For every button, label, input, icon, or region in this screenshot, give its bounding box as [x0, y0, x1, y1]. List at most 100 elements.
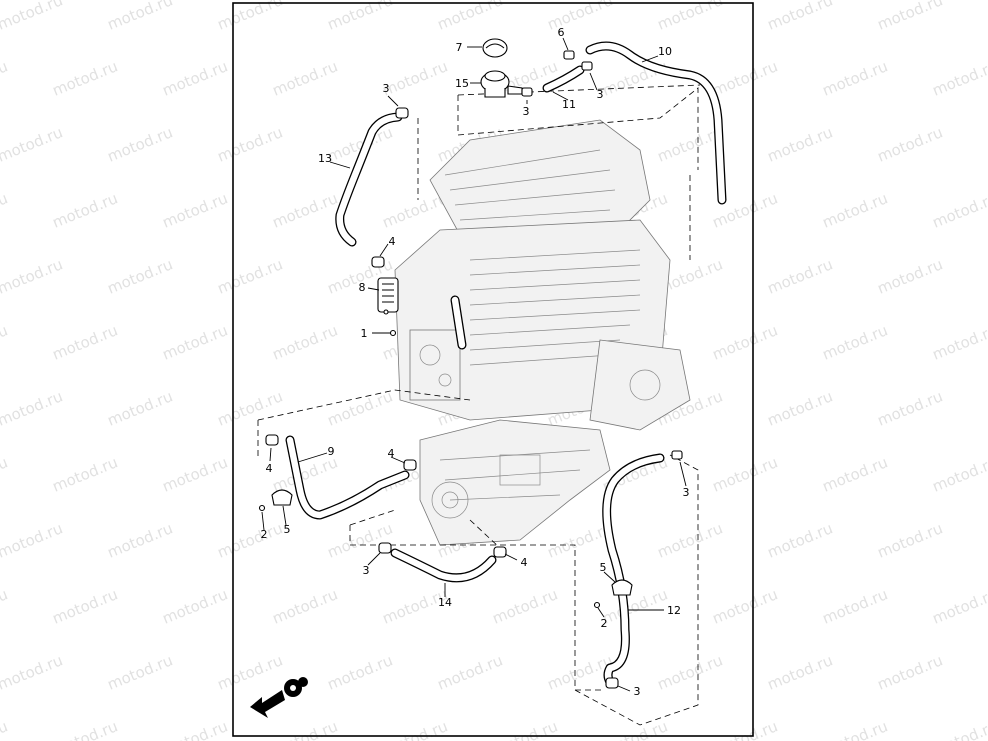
watermark-text: motod.ru — [710, 453, 781, 495]
watermark-text: motod.ru — [50, 585, 121, 627]
watermark-text: motod.ru — [0, 453, 10, 495]
watermark-text: motod.ru — [325, 651, 396, 693]
watermark-text: motod.ru — [0, 651, 65, 693]
callout-3: 3 — [634, 685, 641, 698]
hose-11 — [542, 65, 585, 93]
callout-3: 3 — [363, 564, 370, 577]
watermark-text: motod.ru — [0, 57, 10, 99]
watermark-text: motod.ru — [50, 57, 121, 99]
watermark-text: motod.ru — [380, 57, 451, 99]
callout-6: 6 — [558, 26, 565, 39]
callout-11: 11 — [562, 98, 576, 111]
watermark-text: motod.ru — [765, 651, 836, 693]
watermark-text: motod.ru — [875, 255, 946, 297]
watermark-text: motod.ru — [0, 519, 65, 561]
leader-lines — [261, 37, 687, 692]
engine-assembly — [394, 119, 691, 546]
watermark-text: motod.ru — [215, 0, 286, 34]
watermark-text: motod.ru — [50, 717, 121, 741]
watermark-text: motod.ru — [930, 453, 988, 495]
hose-14 — [390, 548, 497, 583]
watermark-text: motod.ru — [710, 585, 781, 627]
watermark-text: motod.ru — [600, 717, 671, 741]
watermark-text: motod.ru — [765, 519, 836, 561]
watermark-text: motod.ru — [710, 321, 781, 363]
watermark-text: motod.ru — [435, 651, 506, 693]
watermark-text: motod.ru — [160, 717, 231, 741]
watermark-text: motod.ru — [545, 0, 616, 34]
watermark-text: motod.ru — [930, 57, 988, 99]
front-arrow-icon — [250, 677, 308, 718]
callout-2: 2 — [261, 528, 268, 541]
watermark-text: motod.ru — [875, 387, 946, 429]
watermark-text: motod.ru — [105, 123, 176, 165]
watermark-text: motod.ru — [0, 189, 10, 231]
watermark-text: motod.ru — [160, 189, 231, 231]
watermark-text: motod.ru — [600, 585, 671, 627]
callout-3: 3 — [523, 105, 530, 118]
watermark-text: motod.ru — [820, 57, 891, 99]
watermark-text: motod.ru — [765, 0, 836, 34]
callout-labels: 7 6 10 15 3 3 11 3 13 4 8 1 9 4 4 5 2 3 … — [261, 26, 690, 698]
callout-5: 5 — [284, 523, 291, 536]
watermark-text: motod.ru — [820, 189, 891, 231]
watermark-text: motod.ru — [270, 717, 341, 741]
watermark-text: motod.ru — [160, 453, 231, 495]
watermark-text: motod.ru — [710, 57, 781, 99]
callout-15: 15 — [455, 77, 469, 90]
hose-13 — [335, 112, 403, 247]
watermark-text: motod.ru — [490, 717, 561, 741]
watermark-text: motod.ru — [820, 453, 891, 495]
watermark-text: motod.ru — [325, 519, 396, 561]
watermark-text: motod.ru — [930, 321, 988, 363]
pipe-8 — [377, 277, 467, 350]
watermark-text: motod.ru — [0, 321, 10, 363]
watermark-text: motod.ru — [380, 717, 451, 741]
watermark-text: motod.ru — [820, 321, 891, 363]
callout-2: 2 — [601, 617, 608, 630]
callout-4: 4 — [389, 235, 396, 248]
callout-1: 1 — [361, 327, 368, 340]
watermark-text: motod.ru — [50, 189, 121, 231]
brackets-and-bolts — [258, 309, 633, 609]
callout-8: 8 — [359, 281, 366, 294]
callout-3: 3 — [597, 88, 604, 101]
watermark-text: motod.ru — [215, 519, 286, 561]
watermark-text: motod.ru — [435, 0, 506, 34]
callout-9: 9 — [328, 445, 335, 458]
watermark-text: motod.ru — [820, 717, 891, 741]
hose-9 — [285, 435, 410, 520]
watermark-text: motod.ru — [765, 255, 836, 297]
callout-4: 4 — [521, 556, 528, 569]
watermark-text: motod.ru — [765, 387, 836, 429]
watermark-text: motod.ru — [50, 453, 121, 495]
watermark-text: motod.ru — [215, 123, 286, 165]
watermark-text: motod.ru — [0, 0, 65, 34]
watermark-text: motod.ru — [0, 387, 65, 429]
callout-7: 7 — [456, 41, 463, 54]
callout-3: 3 — [683, 486, 690, 499]
filler-neck — [480, 70, 523, 98]
watermark-text: motod.ru — [215, 255, 286, 297]
watermark-text: motod.ru — [930, 585, 988, 627]
callout-5: 5 — [600, 561, 607, 574]
watermark-text: motod.ru — [0, 585, 10, 627]
watermark-text: motod.ru — [270, 57, 341, 99]
watermark-text: motod.ru — [490, 585, 561, 627]
callout-10: 10 — [658, 45, 672, 58]
watermark-text: motod.ru — [985, 0, 988, 34]
callout-14: 14 — [438, 596, 452, 609]
callout-4: 4 — [388, 447, 395, 460]
callout-13: 13 — [318, 152, 332, 165]
watermark-text: motod.ru — [105, 651, 176, 693]
callout-3: 3 — [383, 82, 390, 95]
radiator-cap — [482, 38, 508, 58]
watermark-text: motod.ru — [930, 717, 988, 741]
diagram-frame — [232, 2, 754, 737]
watermark-text: motod.ru — [655, 0, 726, 34]
clamps — [265, 50, 683, 689]
hose-10 — [585, 41, 727, 205]
watermark-text: motod.ru — [270, 321, 341, 363]
watermark-text: motod.ru — [105, 387, 176, 429]
